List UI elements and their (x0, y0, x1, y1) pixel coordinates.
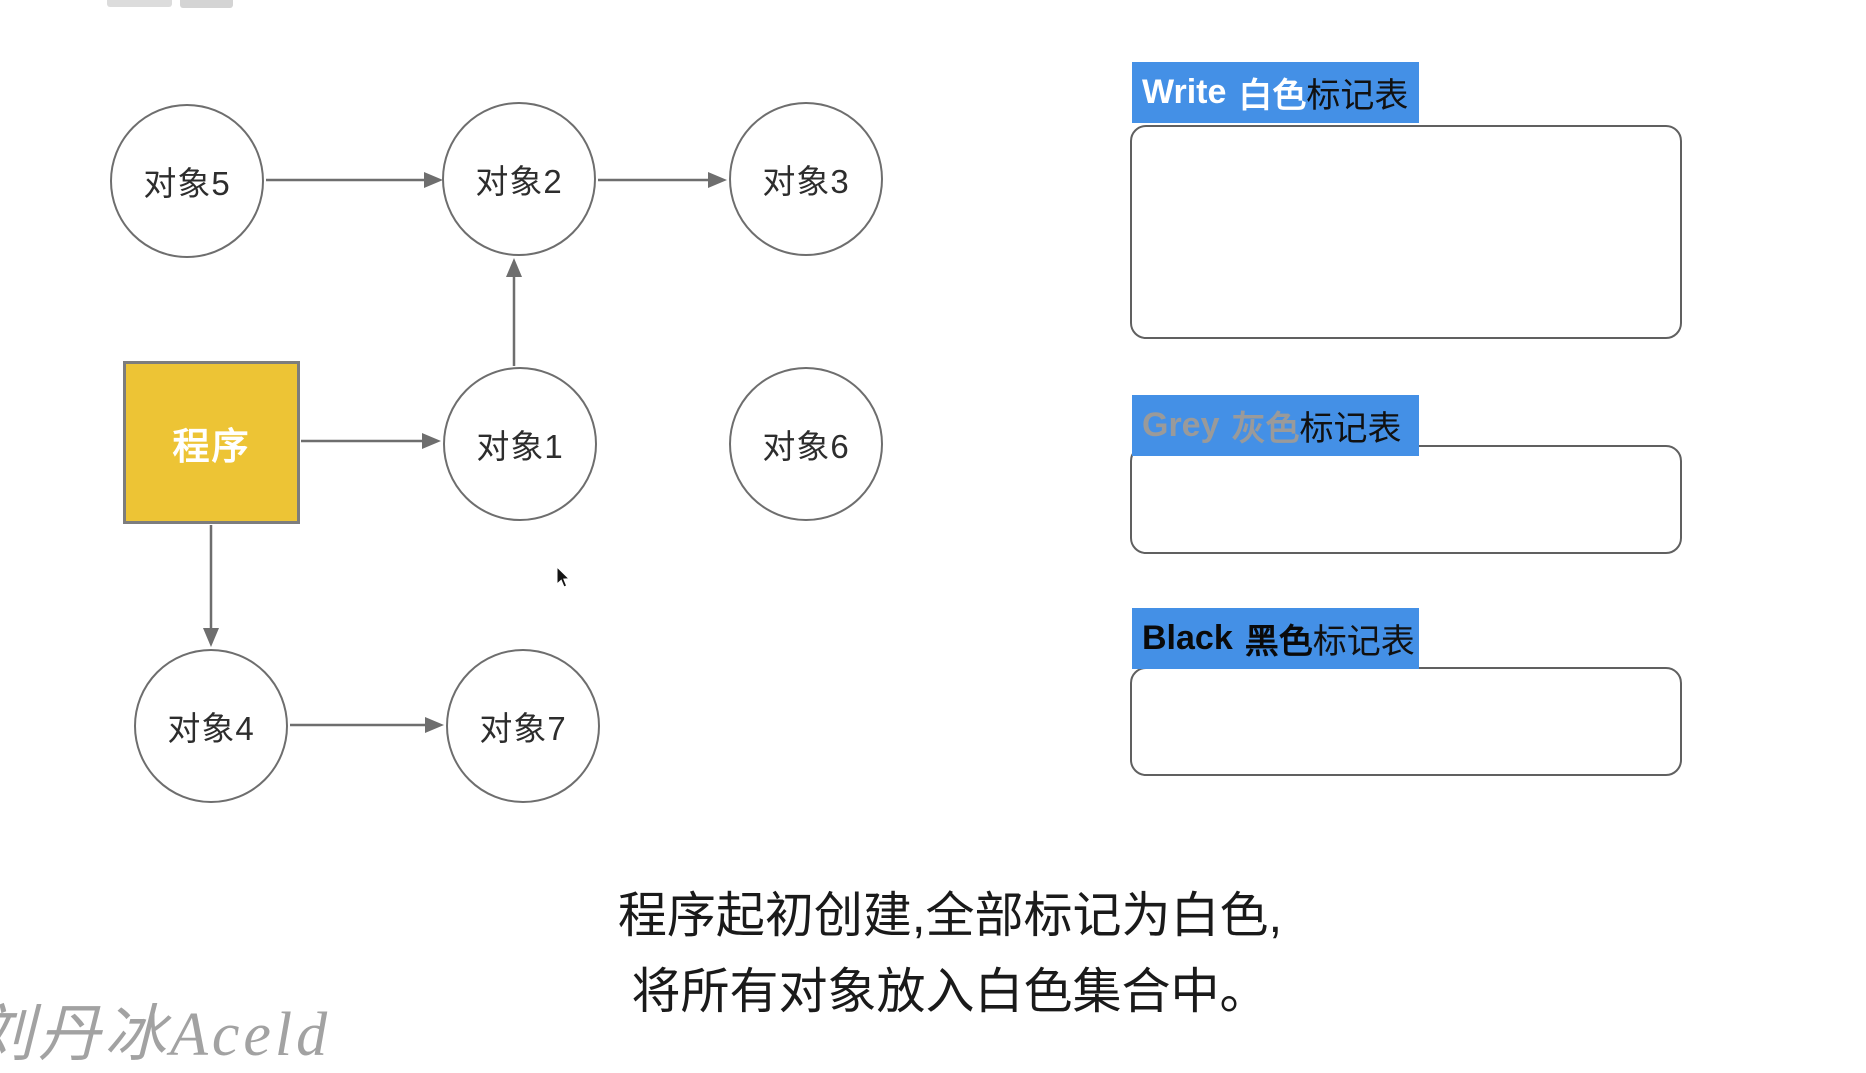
grey-table-word: Grey (1142, 406, 1220, 444)
arrow-obj4-to-obj7 (290, 717, 444, 733)
arrow-obj1-to-obj2 (506, 258, 522, 366)
black-table-word: Black (1142, 619, 1233, 657)
node-obj1: 对象1 (443, 367, 597, 521)
node-obj2: 对象2 (442, 102, 596, 256)
white-table-suffix: 标记表 (1306, 77, 1409, 115)
white-table-label: Write 白色 标记表 (1132, 62, 1419, 123)
node-obj7: 对象7 (446, 649, 600, 803)
grey-table-suffix: 标记表 (1299, 410, 1402, 448)
arrow-obj2-to-obj3 (598, 172, 727, 188)
node-obj3: 对象3 (729, 102, 883, 256)
grey-table-color-word: 灰色 (1231, 410, 1300, 448)
black-table-label: Black 黑色 标记表 (1132, 608, 1419, 669)
white-table-box (1130, 125, 1682, 339)
program-node: 程序 (123, 361, 300, 524)
caption-line-1: 程序起初创建,全部标记为白色, (617, 889, 1283, 943)
white-table-word: Write (1142, 73, 1227, 111)
caption-line-2: 将所有对象放入白色集合中。 (631, 965, 1269, 1019)
arrow-obj5-to-obj2 (266, 172, 443, 188)
white-table-color-word: 白色 (1238, 77, 1307, 115)
caption: 程序起初创建,全部标记为白色, 将所有对象放入白色集合中。 (560, 878, 1340, 1030)
node-obj5: 对象5 (110, 104, 264, 258)
black-table-color-word: 黑色 (1244, 623, 1313, 661)
grey-table-label: Grey 灰色 标记表 (1132, 395, 1419, 456)
arrow-program-to-obj4 (203, 525, 219, 647)
grey-table-box (1130, 445, 1682, 554)
node-obj6: 对象6 (729, 367, 883, 521)
cropped-top-remnant (180, 0, 233, 8)
mouse-cursor (556, 565, 571, 588)
black-table-box (1130, 667, 1682, 776)
cropped-top-remnant (107, 0, 172, 7)
black-table-suffix: 标记表 (1312, 623, 1415, 661)
watermark: 刘丹冰Aceld (0, 1001, 332, 1069)
arrow-program-to-obj1 (301, 433, 441, 449)
node-obj4: 对象4 (134, 649, 288, 803)
